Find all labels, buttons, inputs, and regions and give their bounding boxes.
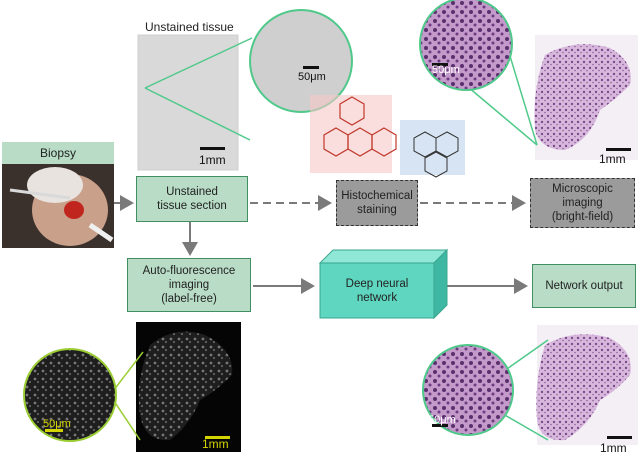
network-output-box: Network output (532, 264, 636, 308)
eosin-hematoxylin-molecule-icon (310, 95, 465, 178)
unstained-section-box: Unstained tissue section (136, 176, 248, 222)
histochemical-staining-box: Histochemical staining (336, 180, 418, 226)
autofluorescence-image (136, 322, 241, 452)
unstained-zoom-lines (144, 37, 253, 141)
biopsy-label: Biopsy (40, 146, 77, 160)
microscopic-imaging-box: Microscopic imaging (bright-field) (530, 178, 635, 228)
unstained-zoom-circle (249, 9, 353, 113)
biopsy-photo (2, 142, 114, 248)
out-zoom-scale-text: 50μm (428, 414, 456, 426)
he-top-scalebar (606, 148, 631, 151)
he-top-scale-text: 1mm (599, 152, 626, 166)
unstained-tissue-title: Unstained tissue (145, 20, 234, 34)
out-scale-text: 1mm (600, 441, 627, 455)
af-zoom-scalebar (45, 429, 63, 432)
flow-arrows (114, 195, 528, 294)
af-scale-text: 1mm (202, 437, 229, 451)
out-scalebar (607, 436, 632, 439)
out-zoom-circle (422, 344, 514, 436)
he-top-zoom-scalebar (432, 63, 448, 66)
biopsy-label-bg (2, 142, 114, 164)
he-top-zoom-scale-text: 50μm (432, 64, 460, 76)
dnn-box-label: Deep neural network (345, 277, 409, 304)
unstained-zoom-scalebar (303, 66, 319, 69)
3d-block-icon (318, 248, 449, 320)
unstained-zoom-scale-text: 50μm (298, 71, 326, 83)
autofluorescence-box: Auto-fluorescence imaging (label-free) (127, 258, 251, 312)
af-zoom-circle (23, 348, 117, 442)
he-stained-tissue-top (534, 35, 638, 160)
af-zoom-scale-text: 50μm (43, 418, 71, 430)
network-output-tissue (536, 325, 638, 445)
he-top-zoom-circle (419, 0, 513, 91)
af-scalebar (205, 436, 230, 439)
unstained-scale-text: 1mm (199, 153, 226, 167)
out-zoom-scalebar (432, 424, 448, 427)
unstained-scalebar (200, 147, 225, 150)
